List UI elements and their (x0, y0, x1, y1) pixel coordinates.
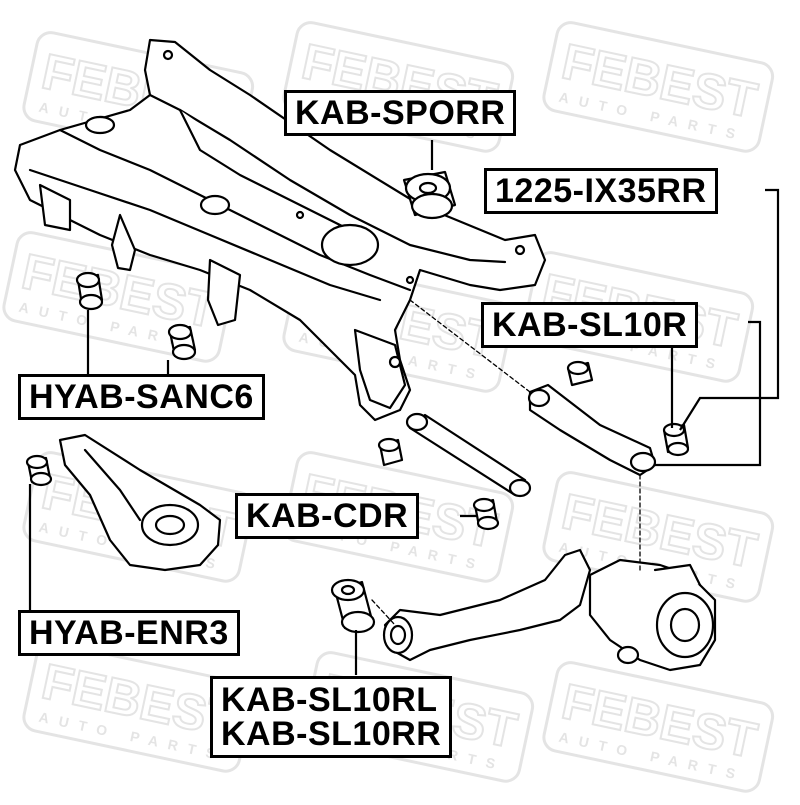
knuckle-hub (588, 558, 717, 672)
bushing-kab-sl10r-a (566, 360, 594, 387)
bushing-kab-sl10r-b (662, 422, 690, 457)
bushing-hyab-enr3 (25, 454, 53, 487)
label-kab-sl10rr: KAB-SL10RR (221, 715, 442, 753)
label-hyab-enr3: HYAB-ENR3 (18, 610, 240, 656)
label-kab-sl10rl: KAB-SL10RL (221, 681, 438, 719)
upper-control-arm (527, 383, 657, 477)
label-kab-cdr: KAB-CDR (235, 493, 420, 539)
assembly-lines (371, 299, 641, 626)
rear-trailing-arm (382, 548, 592, 662)
label-kab-sporr: KAB-SPORR (284, 90, 517, 136)
bushing-kab-sl10rl (330, 578, 376, 634)
bushing-kab-sporr (402, 170, 457, 220)
bushing-kab-cdr-b (472, 497, 500, 531)
label-1225-ix35rr: 1225-IX35RR (484, 168, 718, 214)
bushing-hyab-sanc6-b (167, 323, 197, 361)
parts-drawing (13, 38, 717, 672)
subframe-crossmember (13, 38, 547, 422)
label-hyab-sanc6: HYAB-SANC6 (18, 374, 265, 420)
lateral-link-rod (405, 412, 532, 498)
trailing-lower-arm (58, 433, 222, 572)
bushing-hyab-sanc6-a (75, 271, 104, 311)
leader-lines (28, 140, 780, 675)
label-kab-sl10r: KAB-SL10R (481, 302, 699, 348)
bushing-kab-cdr-a (377, 437, 404, 467)
label-kab-sl10rl-rr: KAB-SL10RL KAB-SL10RR (210, 676, 453, 758)
